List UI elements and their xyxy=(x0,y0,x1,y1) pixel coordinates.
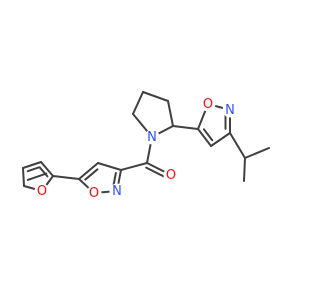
bond xyxy=(40,161,54,177)
bond xyxy=(38,166,49,178)
atom-label-background xyxy=(222,102,238,118)
atom-label-background xyxy=(144,129,160,145)
carbonyl-oxygen-label: O xyxy=(166,168,176,183)
bond xyxy=(112,171,117,188)
isoxazole-1-nitrogen-label: N xyxy=(112,184,122,199)
atom-label-background xyxy=(109,183,125,199)
furan-oxygen-label: O xyxy=(37,184,47,199)
bond xyxy=(142,91,169,102)
bond xyxy=(244,147,270,159)
bond xyxy=(202,128,214,142)
atom-label-background xyxy=(200,96,216,112)
isoxazole-2-oxygen-label: O xyxy=(203,97,213,112)
bond xyxy=(172,125,199,130)
bond xyxy=(243,157,246,182)
atom-label-background xyxy=(86,185,102,201)
pyrrolidine-nitrogen-label: N xyxy=(147,130,157,145)
atom-label-background xyxy=(34,183,50,199)
bond xyxy=(132,91,144,115)
isoxazole-2-nitrogen-label: N xyxy=(225,103,235,118)
bond xyxy=(26,166,41,173)
bond xyxy=(52,175,80,180)
bond xyxy=(197,128,212,147)
bond xyxy=(210,132,231,147)
atom-label-background xyxy=(163,167,179,183)
bond xyxy=(229,132,246,159)
bond xyxy=(22,161,42,169)
bond xyxy=(120,162,148,171)
bond xyxy=(26,172,48,181)
bond xyxy=(84,168,99,181)
bond xyxy=(167,100,174,127)
bond xyxy=(78,162,99,180)
bond xyxy=(97,162,122,171)
bond xyxy=(22,167,25,187)
isoxazole-1-oxygen-label: O xyxy=(89,186,99,201)
